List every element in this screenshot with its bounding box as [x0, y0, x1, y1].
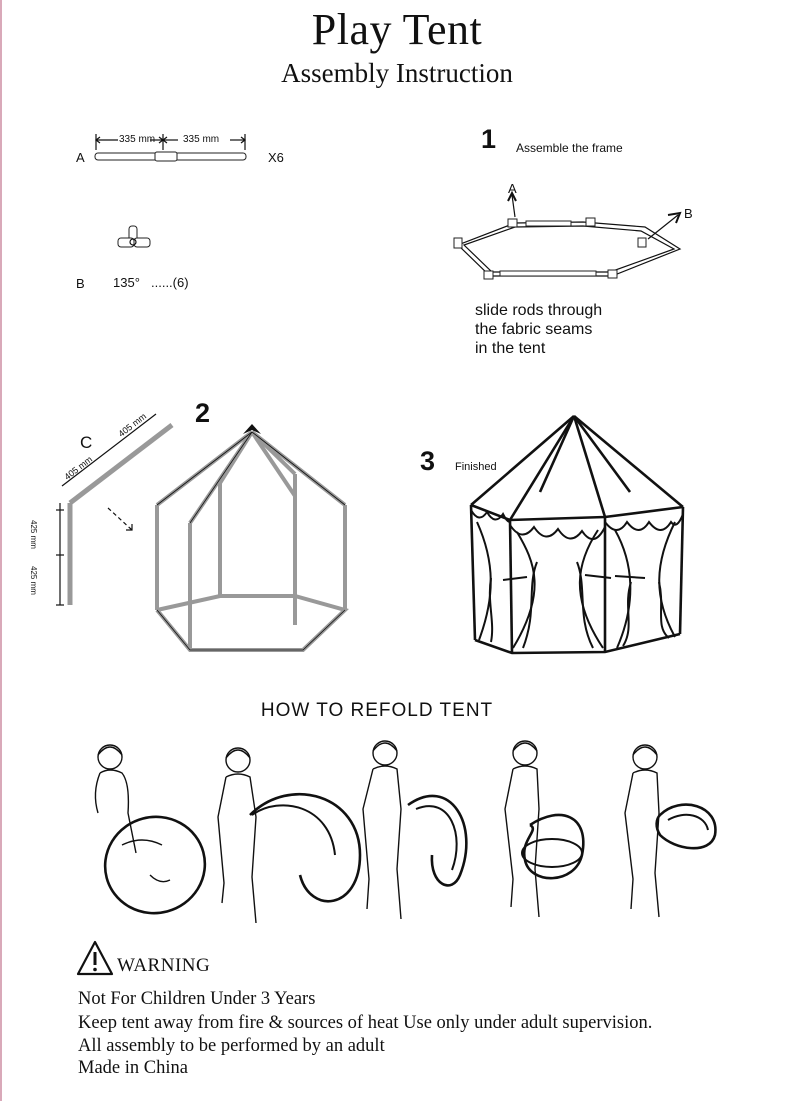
- part-a-dim-left: 335 mm: [119, 134, 156, 145]
- warning-line-3: All assembly to be performed by an adult: [78, 1036, 385, 1056]
- step-2-number: 2: [195, 398, 211, 428]
- part-a-rod-diagram: [94, 134, 247, 162]
- step-2-rod-diagram: [56, 413, 174, 606]
- step-2-label-c: C: [80, 433, 93, 452]
- step-2-dim-side-2: 425 mm: [29, 566, 38, 595]
- warning-icon: [76, 940, 114, 976]
- warning-line-2: Keep tent away from fire & sources of he…: [78, 1013, 653, 1033]
- part-b-quantity: ......(6): [151, 275, 189, 290]
- step-1-title: Assemble the frame: [516, 141, 623, 155]
- step-1-note-line-2: the fabric seams: [475, 321, 593, 338]
- part-b-letter: B: [76, 276, 85, 291]
- step-3-number: 3: [420, 446, 436, 476]
- page-edge-line: [0, 0, 2, 1101]
- page-title: Play Tent: [311, 5, 483, 54]
- step-1-note-line-1: slide rods through: [475, 302, 603, 319]
- step-1-number: 1: [481, 124, 497, 154]
- step-3-title: Finished: [455, 461, 497, 473]
- part-a-dim-right: 335 mm: [183, 134, 220, 145]
- refold-heading: HOW TO REFOLD TENT: [260, 700, 494, 721]
- refold-figures: [94, 740, 717, 924]
- warning-line-1: Not For Children Under 3 Years: [78, 989, 316, 1009]
- part-b-angle: 135°: [113, 275, 140, 290]
- step-1-label-b: B: [684, 206, 693, 221]
- page-subtitle: Assembly Instruction: [281, 58, 513, 88]
- step-1-frame-diagram: [453, 190, 682, 280]
- step-2-frame-diagram: [155, 424, 349, 652]
- part-a-letter: A: [76, 150, 85, 165]
- step-3-tent-diagram: [469, 415, 685, 655]
- warning-label: WARNING: [117, 955, 211, 976]
- warning-line-4: Made in China: [78, 1058, 188, 1078]
- step-1-label-a: A: [508, 181, 517, 196]
- step-2-dim-side-1: 425 mm: [29, 520, 38, 549]
- connector-icon: [117, 225, 151, 248]
- step-1-note-line-3: in the tent: [475, 340, 546, 357]
- part-a-quantity: X6: [268, 150, 284, 165]
